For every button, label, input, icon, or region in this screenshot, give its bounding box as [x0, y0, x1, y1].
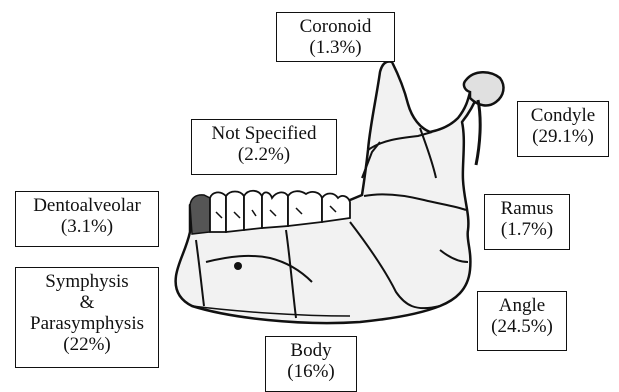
coronoid-name: Coronoid	[277, 16, 394, 37]
label-angle: Angle (24.5%)	[477, 291, 567, 351]
coronoid-percent: (1.3%)	[277, 37, 394, 58]
symphysis-percent: (22%)	[16, 334, 158, 355]
label-ramus: Ramus (1.7%)	[484, 194, 570, 250]
condyle-percent: (29.1%)	[518, 126, 608, 147]
condyle-name: Condyle	[518, 105, 608, 126]
symphysis-line2: &	[16, 292, 158, 313]
label-coronoid: Coronoid (1.3%)	[276, 12, 395, 62]
symphysis-line3: Parasymphysis	[16, 313, 158, 334]
label-dentoalveolar: Dentoalveolar (3.1%)	[15, 191, 159, 247]
symphysis-line1: Symphysis	[16, 271, 158, 292]
label-condyle: Condyle (29.1%)	[517, 101, 609, 157]
label-symphysis-parasymphysis: Symphysis & Parasymphysis (22%)	[15, 267, 159, 368]
label-body: Body (16%)	[265, 336, 357, 392]
condyle-neck	[476, 100, 480, 165]
body-percent: (16%)	[266, 361, 356, 382]
angle-percent: (24.5%)	[478, 316, 566, 337]
ramus-percent: (1.7%)	[485, 219, 569, 240]
body-name: Body	[266, 340, 356, 361]
dentoalveolar-percent: (3.1%)	[16, 216, 158, 237]
ramus-name: Ramus	[485, 198, 569, 219]
angle-name: Angle	[478, 295, 566, 316]
mental-foramen	[234, 262, 242, 270]
dentoalveolar-name: Dentoalveolar	[16, 195, 158, 216]
label-not-specified: Not Specified (2.2%)	[191, 119, 337, 175]
not-specified-percent: (2.2%)	[192, 144, 336, 165]
not-specified-name: Not Specified	[192, 123, 336, 144]
